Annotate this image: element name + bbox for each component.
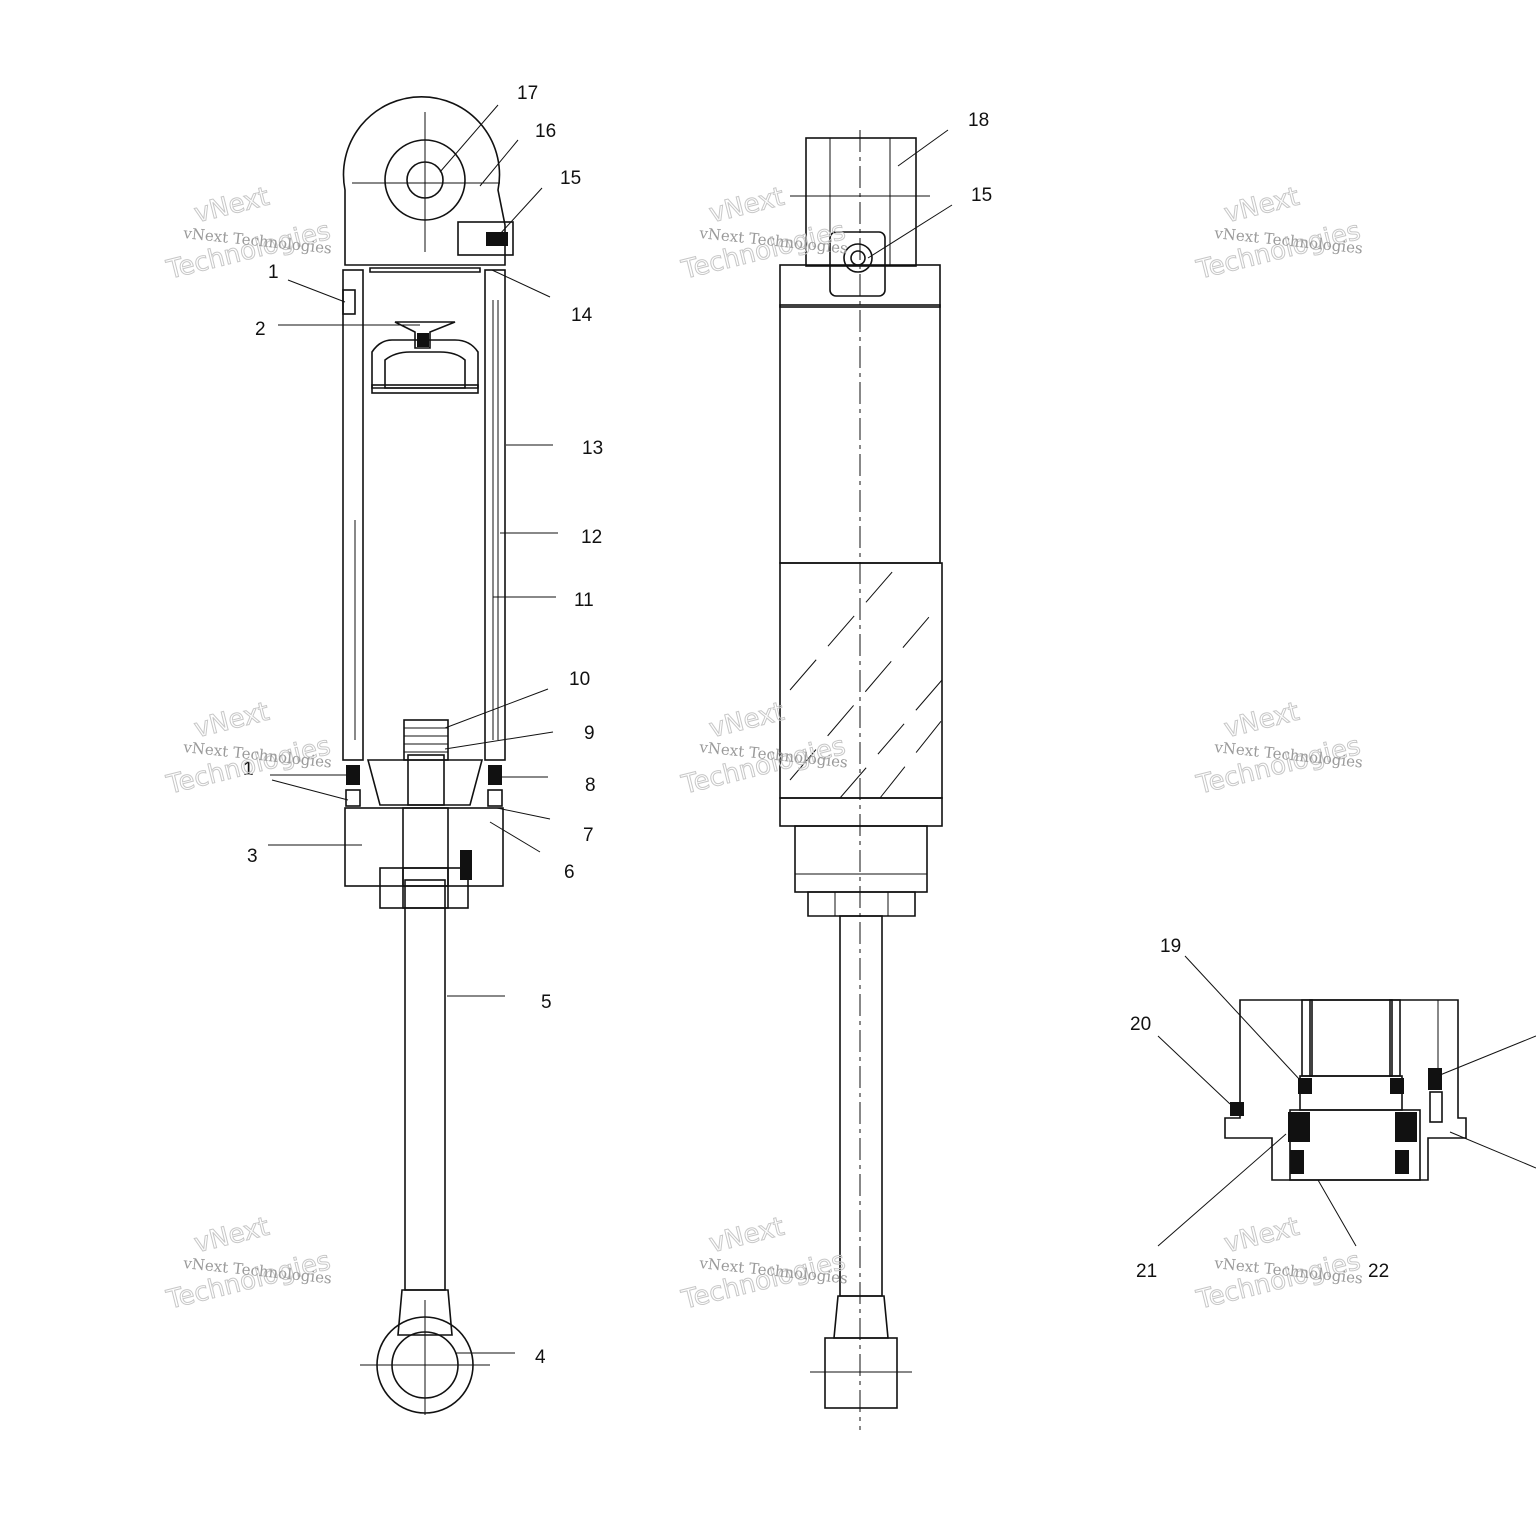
callout-16: 16 bbox=[535, 121, 556, 142]
callout-15: 15 bbox=[560, 168, 581, 189]
leader-lines bbox=[268, 104, 1536, 1354]
callout-13: 13 bbox=[582, 438, 603, 459]
watermark-large: vNext bbox=[191, 1212, 272, 1259]
exterior-view bbox=[779, 130, 943, 1430]
callout-1-lower: 1 bbox=[243, 759, 254, 780]
callout-8: 8 bbox=[585, 775, 596, 796]
watermark-large: vNext bbox=[1221, 182, 1302, 229]
callout-12: 12 bbox=[581, 527, 602, 548]
watermark-large: vNext bbox=[706, 1212, 787, 1259]
callout-18: 18 bbox=[968, 110, 989, 131]
callout-6: 6 bbox=[564, 862, 575, 883]
callout-2: 2 bbox=[255, 319, 266, 340]
callout-14: 14 bbox=[571, 305, 593, 326]
callout-20: 20 bbox=[1130, 1014, 1151, 1035]
callout-3: 3 bbox=[247, 846, 258, 867]
watermarks: vNext Technologies vNext Technologies vN… bbox=[163, 181, 1364, 1316]
callout-1: 1 bbox=[268, 262, 279, 283]
section-view bbox=[342, 95, 514, 1415]
callout-22: 22 bbox=[1368, 1261, 1389, 1282]
detail-view bbox=[1224, 999, 1467, 1181]
watermark-large: vNext bbox=[706, 697, 787, 744]
callout-9: 9 bbox=[584, 723, 595, 744]
callout-21: 21 bbox=[1136, 1261, 1157, 1282]
callout-4: 4 bbox=[535, 1347, 546, 1368]
callout-11: 11 bbox=[574, 590, 594, 611]
callout-19: 19 bbox=[1160, 936, 1181, 957]
watermark-large: vNext bbox=[191, 697, 272, 744]
callout-17: 17 bbox=[517, 83, 538, 104]
watermark-large: vNext bbox=[706, 182, 787, 229]
callout-10: 10 bbox=[569, 669, 590, 690]
callout-15-exterior: 15 bbox=[971, 185, 992, 206]
callout-5: 5 bbox=[541, 992, 552, 1013]
watermark-large: vNext bbox=[191, 182, 272, 229]
callout-7: 7 bbox=[583, 825, 594, 846]
watermark-large: vNext bbox=[1221, 1212, 1302, 1259]
callout-labels: 17 16 15 1 2 14 13 12 11 10 9 1 8 7 3 6 … bbox=[243, 83, 1389, 1368]
watermark-large: vNext bbox=[1221, 697, 1302, 744]
